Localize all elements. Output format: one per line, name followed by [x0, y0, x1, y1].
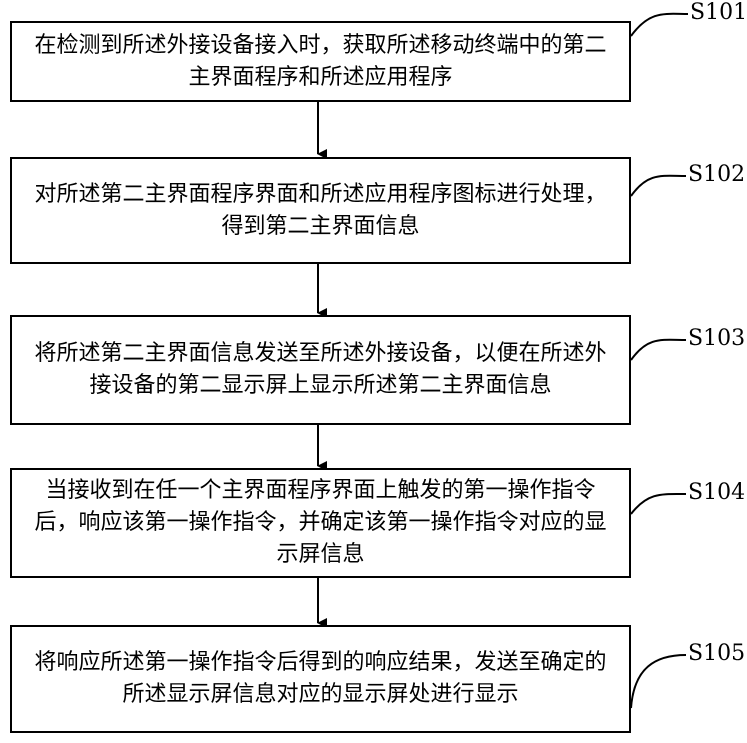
leader-s103	[631, 340, 686, 360]
leader-s104	[631, 494, 686, 514]
step-label-s105: S105	[688, 641, 745, 666]
step-label-s104: S104	[688, 480, 745, 505]
step-box-s104: 当接收到在任一个主界面程序界面上触发的第一操作指令后，响应该第一操作指令，并确定…	[10, 468, 631, 578]
step-box-s101: 在检测到所述外接设备接入时，获取所述移动终端中的第二主界面程序和所述应用程序	[10, 21, 631, 102]
step-box-s105: 将响应所述第一操作指令后得到的响应结果，发送至确定的所述显示屏信息对应的显示屏处…	[10, 625, 631, 733]
step-text-s103: 将所述第二主界面信息发送至所述外接设备，以便在所述外接设备的第二显示屏上显示所述…	[24, 338, 617, 402]
step-text-s101: 在检测到所述外接设备接入时，获取所述移动终端中的第二主界面程序和所述应用程序	[24, 30, 617, 94]
step-text-s104: 当接收到在任一个主界面程序界面上触发的第一操作指令后，响应该第一操作指令，并确定…	[24, 475, 617, 571]
leader-s105	[631, 655, 686, 708]
leader-s101	[631, 14, 688, 36]
step-label-s103: S103	[688, 326, 745, 351]
step-box-s103: 将所述第二主界面信息发送至所述外接设备，以便在所述外接设备的第二显示屏上显示所述…	[10, 315, 631, 425]
step-label-s101: S101	[690, 0, 747, 25]
step-box-s102: 对所述第二主界面程序界面和所述应用程序图标进行处理，得到第二主界面信息	[10, 157, 631, 264]
step-text-s102: 对所述第二主界面程序界面和所述应用程序图标进行处理，得到第二主界面信息	[24, 179, 617, 243]
leader-s102	[631, 176, 686, 196]
step-label-s102: S102	[688, 162, 745, 187]
step-text-s105: 将响应所述第一操作指令后得到的响应结果，发送至确定的所述显示屏信息对应的显示屏处…	[24, 647, 617, 711]
